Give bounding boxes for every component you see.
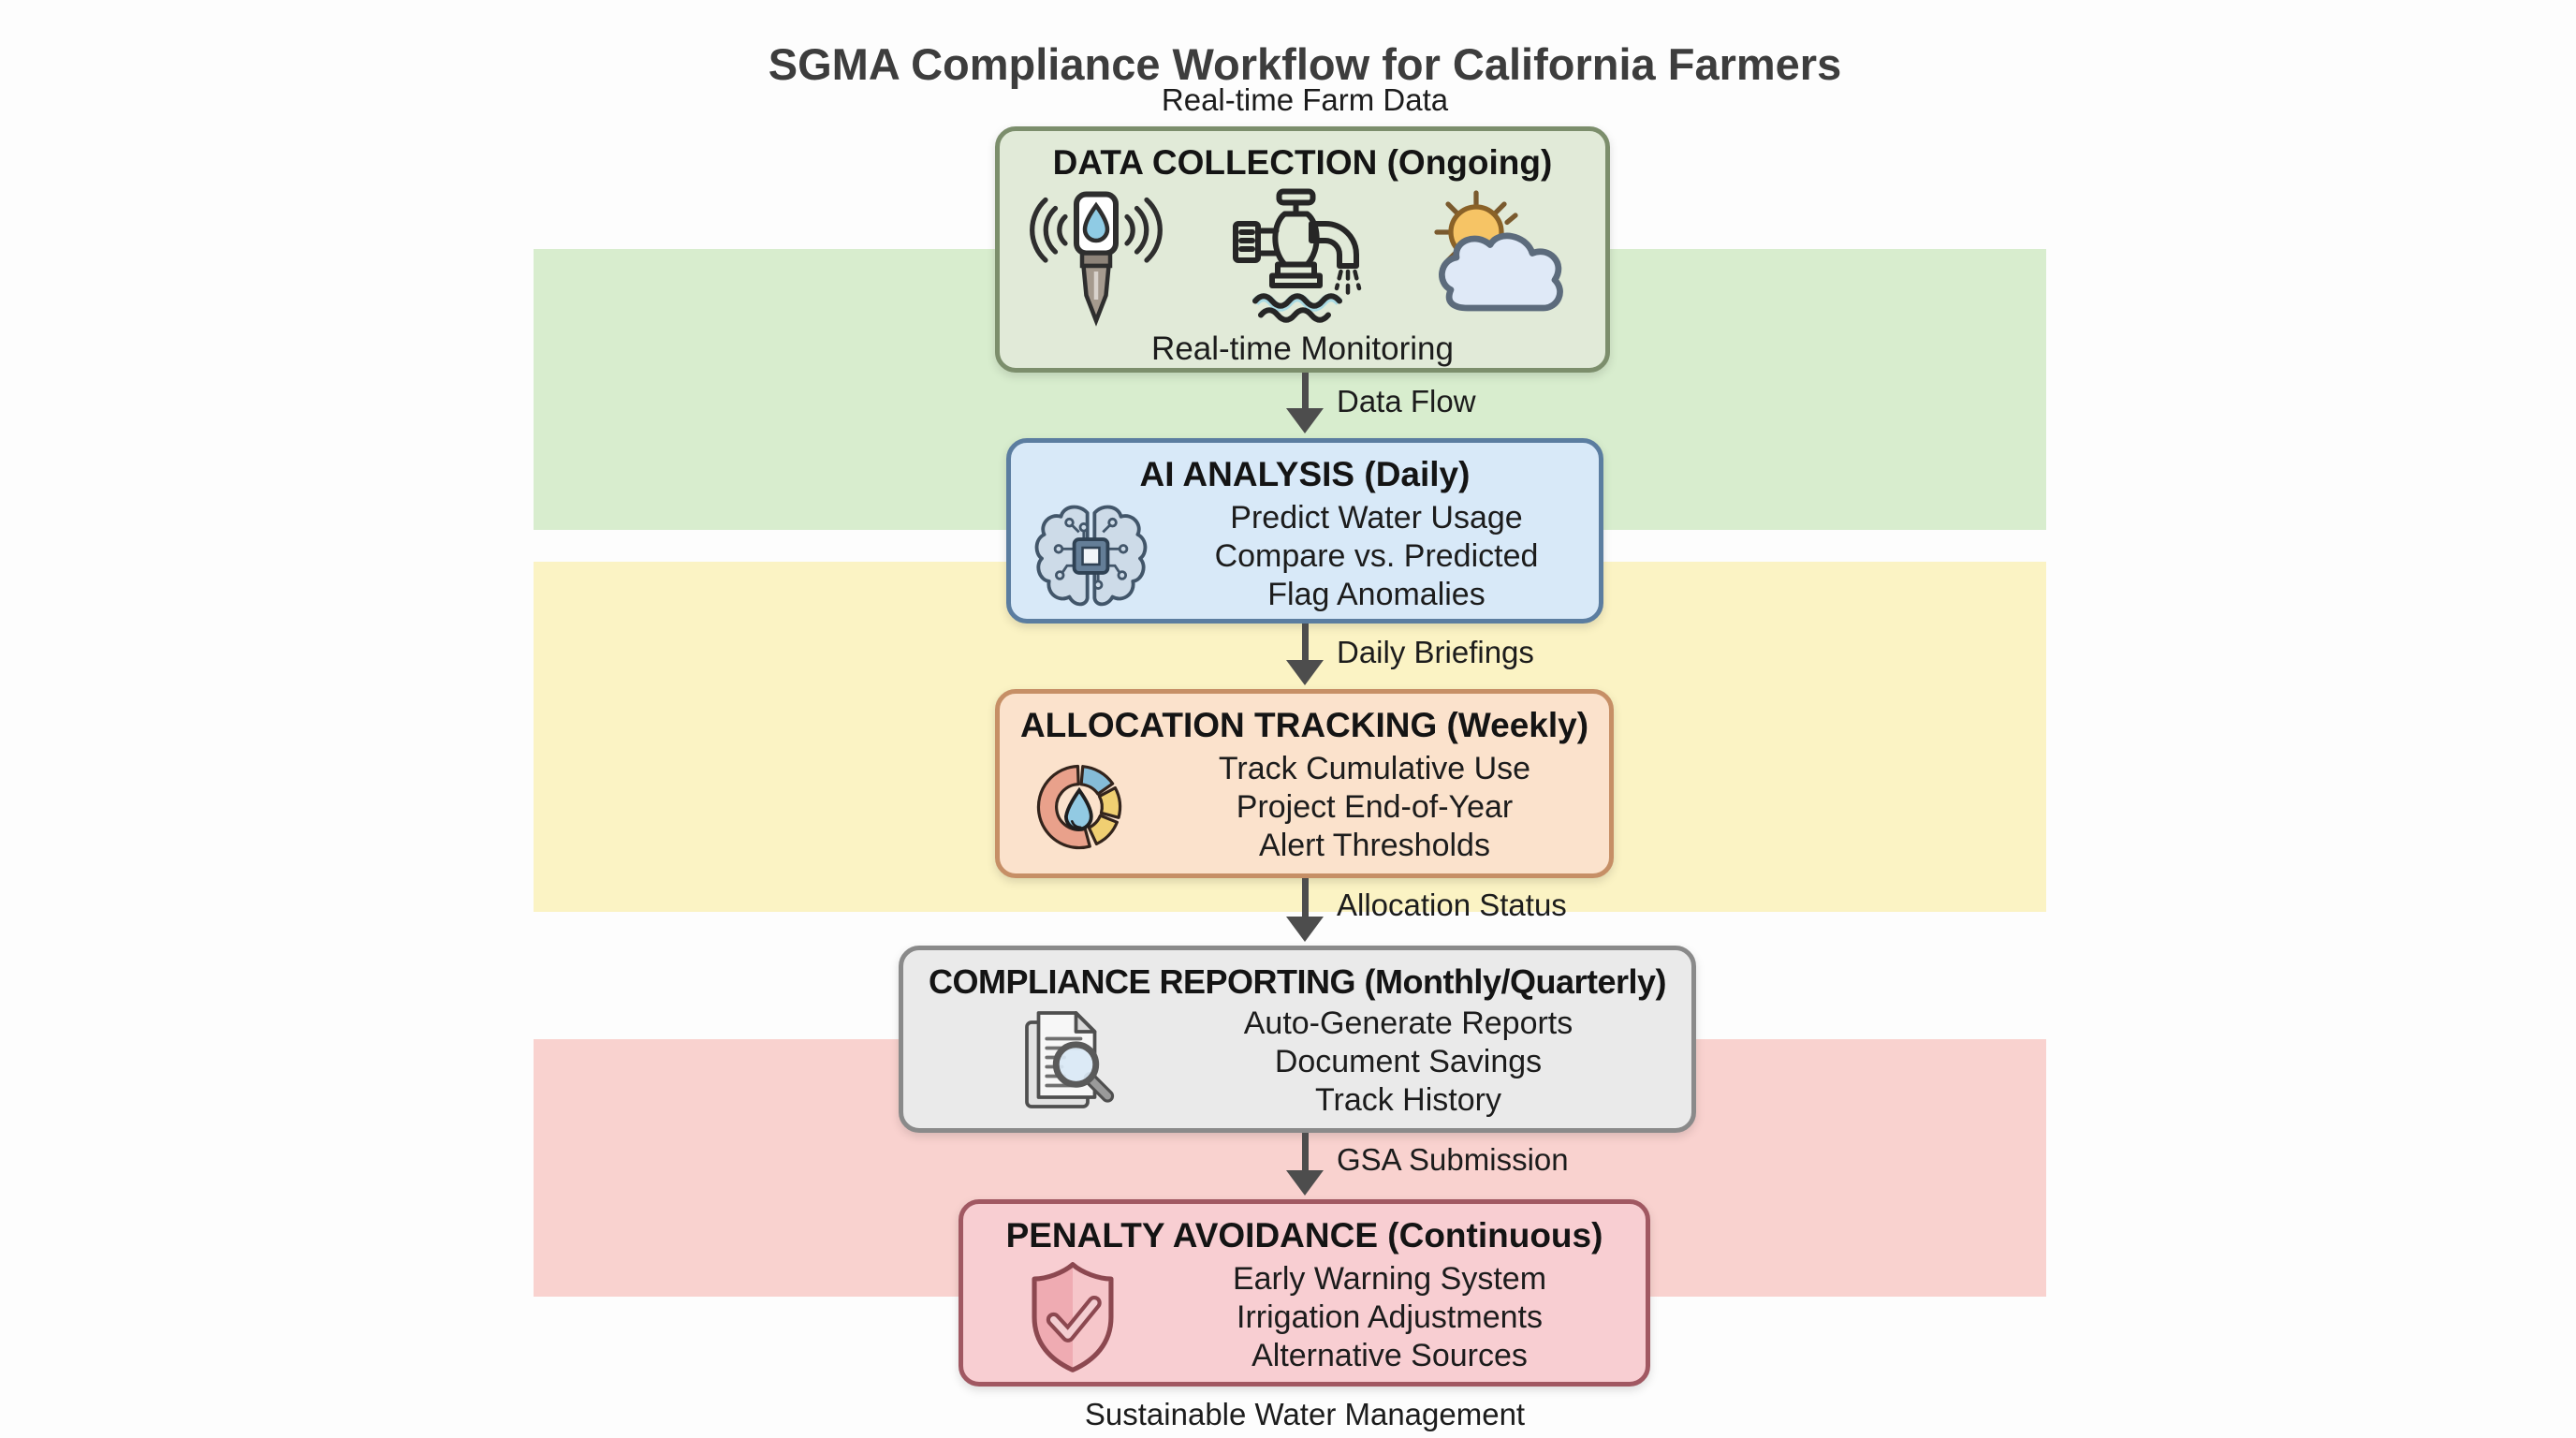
- stage-data-collection: DATA COLLECTION (Ongoing): [995, 126, 1610, 373]
- stage-line: Project End-of-Year: [1236, 788, 1514, 825]
- top-label: Real-time Farm Data: [1161, 82, 1449, 117]
- stage-title: COMPLIANCE REPORTING (Monthly/Quarterly): [928, 962, 1667, 1001]
- stage-title: DATA COLLECTION (Ongoing): [1052, 143, 1553, 182]
- stage-lines: Track Cumulative Use Project End-of-Year…: [1140, 750, 1609, 865]
- stage-line: Auto-Generate Reports: [1243, 1005, 1573, 1041]
- stage-line: Predict Water Usage: [1230, 499, 1523, 536]
- shield-check-icon: [1012, 1257, 1134, 1377]
- stage-ai-analysis: AI ANALYSIS (Daily): [1006, 438, 1603, 624]
- stage-line: Alternative Sources: [1251, 1337, 1528, 1373]
- arrow-gsa-submission: [1286, 1133, 1324, 1196]
- stage-penalty-avoidance: PENALTY AVOIDANCE (Continuous) Early: [959, 1199, 1650, 1387]
- stage-title: PENALTY AVOIDANCE (Continuous): [1005, 1216, 1603, 1255]
- bottom-label: Sustainable Water Management: [1084, 1397, 1526, 1431]
- arrow-label-daily-briefings: Daily Briefings: [1337, 635, 1534, 669]
- stage-line: Document Savings: [1274, 1044, 1543, 1079]
- donut-chart-water-icon: [1018, 747, 1140, 867]
- stage-line: Flag Anomalies: [1267, 576, 1486, 612]
- water-pump-icon: [1219, 187, 1373, 328]
- stage-line: Early Warning System: [1232, 1260, 1547, 1297]
- ai-brain-chip-icon: [1028, 496, 1154, 616]
- arrow-allocation-status: [1286, 878, 1324, 942]
- stage-lines: Early Warning System Irrigation Adjustme…: [1134, 1260, 1646, 1375]
- stage-line: Track History: [1315, 1082, 1501, 1118]
- data-collection-icons: [1000, 186, 1605, 329]
- arrow-label-data-flow: Data Flow: [1337, 384, 1476, 418]
- page-title: SGMA Compliance Workflow for California …: [768, 39, 1842, 90]
- stage-line: Irrigation Adjustments: [1237, 1299, 1543, 1335]
- stage-line: Track Cumulative Use: [1218, 750, 1531, 786]
- stage-line: Compare vs. Predicted: [1214, 537, 1539, 574]
- stage-title: ALLOCATION TRACKING (Weekly): [1019, 706, 1589, 744]
- report-magnifier-icon: [1008, 1004, 1125, 1121]
- arrow-data-flow: [1286, 373, 1324, 433]
- stage-caption: Real-time Monitoring: [1151, 330, 1454, 367]
- stage-lines: Predict Water Usage Compare vs. Predicte…: [1154, 499, 1599, 614]
- stage-compliance-reporting: COMPLIANCE REPORTING (Monthly/Quarterly): [899, 946, 1696, 1133]
- stage-lines: Auto-Generate Reports Document Savings T…: [1125, 1005, 1691, 1120]
- arrow-label-allocation-status: Allocation Status: [1337, 888, 1567, 922]
- arrow-daily-briefings: [1286, 624, 1324, 685]
- stage-allocation-tracking: ALLOCATION TRACKING (Weekly) Track Cumul…: [995, 689, 1614, 878]
- sun-cloud-weather-icon: [1426, 187, 1580, 328]
- arrow-label-gsa-submission: GSA Submission: [1337, 1142, 1569, 1177]
- soil-moisture-sensor-icon: [1026, 187, 1166, 328]
- stage-line: Alert Thresholds: [1259, 827, 1490, 863]
- stage-title: AI ANALYSIS (Daily): [1139, 455, 1471, 493]
